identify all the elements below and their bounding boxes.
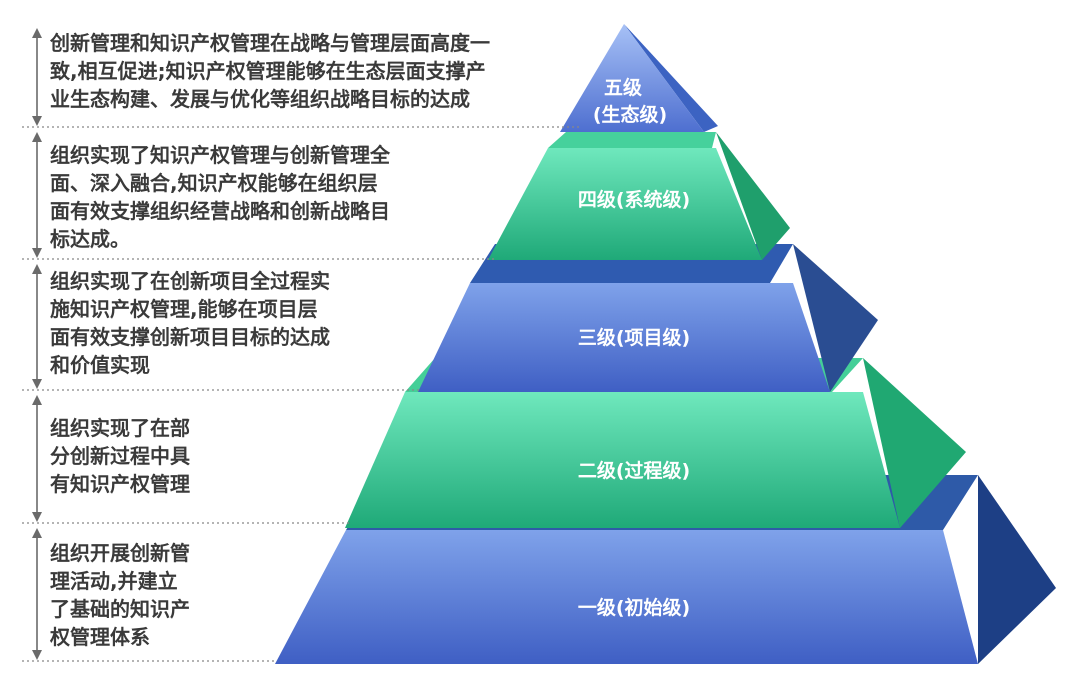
level-4-description: 组织实现了知识产权管理与创新管理全 面、深入融合,知识产权能够在组织层 面有效支… xyxy=(50,141,390,253)
range-arrow-level-2 xyxy=(32,395,42,522)
description-line: 组织实现了知识产权管理与创新管理全 xyxy=(50,143,390,167)
description-line: 致,相互促进;知识产权管理能够在生态层面支撑产 xyxy=(50,59,486,83)
range-arrow-level-4 xyxy=(32,132,42,258)
pyramid-tier-5 xyxy=(560,24,718,132)
range-arrow-level-1 xyxy=(32,528,42,660)
tier-4-front-face xyxy=(488,148,762,260)
tier-5-front-face xyxy=(560,24,704,132)
level-1-label: 一级(初始级) xyxy=(578,596,690,619)
level-4-label: 四级(系统级) xyxy=(578,188,690,211)
description-line: 了基础的知识产 xyxy=(50,597,190,621)
tier-2-front-face xyxy=(345,392,900,528)
description-line: 和价值实现 xyxy=(50,353,150,377)
description-line: 面有效支撑创新项目目标的达成 xyxy=(50,325,330,349)
pyramid-tier-3 xyxy=(418,244,878,392)
level-2-label: 二级(过程级) xyxy=(578,459,690,482)
range-arrow-level-3 xyxy=(32,264,42,389)
level-1-description: 组织开展创新管 理活动,并建立 了基础的知识产 权管理体系 xyxy=(50,539,190,651)
tier-1-side-face xyxy=(978,475,1056,664)
level-5-description: 创新管理和知识产权管理在战略与管理层面高度一 致,相互促进;知识产权管理能够在生… xyxy=(50,29,490,113)
tier-1-front-face xyxy=(275,530,978,664)
description-line: 组织开展创新管 xyxy=(50,541,190,565)
tier-2-side-face xyxy=(863,358,966,528)
description-line: 权管理体系 xyxy=(50,625,150,649)
level-5-label-line-1: 五级 xyxy=(604,76,642,99)
tier-4-top-face xyxy=(548,132,716,148)
range-arrow-level-5 xyxy=(32,28,42,126)
range-arrows xyxy=(32,28,42,660)
description-line: 标达成。 xyxy=(50,227,130,251)
level-2-description: 组织实现了在部 分创新过程中具 有知识产权管理 xyxy=(50,414,190,498)
level-3-description: 组织实现了在创新项目全过程实 施知识产权管理,能够在项目层 面有效支撑创新项目目… xyxy=(50,267,330,379)
description-line: 组织实现了在部 xyxy=(50,416,190,440)
level-5-label-line-2: (生态级) xyxy=(593,103,667,126)
level-3-label: 三级(项目级) xyxy=(578,326,690,349)
description-line: 业生态构建、发展与优化等组织战略目标的达成 xyxy=(50,87,470,111)
tier-3-front-face xyxy=(418,283,830,392)
description-line: 面、深入融合,知识产权能够在组织层 xyxy=(50,171,378,195)
separator-lines xyxy=(22,126,580,662)
tier-3-side-face xyxy=(793,244,878,392)
description-line: 分创新过程中具 xyxy=(50,444,190,468)
description-line: 理活动,并建立 xyxy=(50,569,178,593)
tier-4-side-face xyxy=(716,132,790,260)
description-line: 施知识产权管理,能够在项目层 xyxy=(50,297,318,321)
description-line: 创新管理和知识产权管理在战略与管理层面高度一 xyxy=(50,31,490,55)
description-line: 有知识产权管理 xyxy=(50,472,190,496)
description-line: 面有效支撑组织经营战略和创新战略目 xyxy=(50,199,390,223)
description-line: 组织实现了在创新项目全过程实 xyxy=(50,269,330,293)
pyramid-tier-4 xyxy=(488,132,790,260)
tier-5-side-face xyxy=(624,24,718,132)
